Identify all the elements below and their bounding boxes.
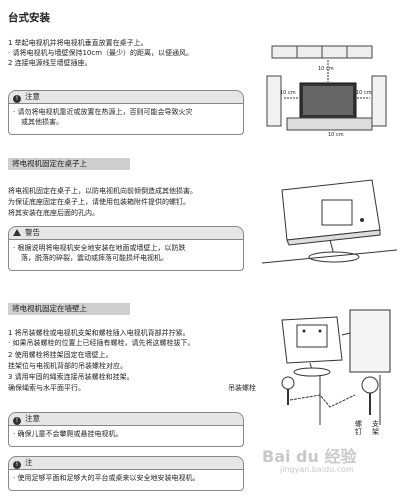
table-fix-diagram <box>262 179 398 264</box>
caution-text: 或其他损害。 <box>21 118 63 126</box>
stand-base <box>308 251 360 263</box>
bolt-detail-diagram <box>281 375 381 425</box>
step-line: 1 举起电视机并将电视机垂直放置在桌子上。 <box>8 39 148 47</box>
support-ring <box>361 376 379 394</box>
caution-header: 注意 <box>25 92 40 101</box>
label-top: 10 cm <box>318 66 334 72</box>
wall-mount-diagram <box>281 309 391 377</box>
warning-icon <box>13 229 21 236</box>
step-line: · 请将电视机与墙壁保持10cm（最少）的距离，以便通风。 <box>8 49 194 57</box>
label-right: 10 cm <box>356 90 372 96</box>
caution-text: · 请勿将电视机靠近或放置在热源上，否则可能会导致火灾 <box>13 108 193 116</box>
label-bottom: 10 cm <box>328 132 344 138</box>
note-text: · 使用足够平面和足够大的平台或桌来以安全地安装电视机。 <box>13 474 200 482</box>
right-speaker <box>371 75 387 127</box>
step-line: 1 将吊装螺栓或电视机支架和螺栓插入电视机背部并拧紧。 <box>8 329 190 337</box>
step-line: 2 连接电源线至墙壁插座。 <box>8 59 92 67</box>
note-header: 注 <box>25 458 33 467</box>
warning-header: 警告 <box>25 228 40 237</box>
step-line: 确保绳索与水平面平行。 <box>8 384 85 392</box>
warning-box: 警告 · 根据说明将电视机安全地安装在地面或墙壁上，以防跌 落，脱落的碎裂，震动… <box>8 226 244 271</box>
section-bar: 将电视机固定在墙壁上 <box>8 303 130 315</box>
step-line: 2 使用螺栓将挂架固定在墙壁上。 <box>8 351 113 359</box>
bolt-ring <box>281 376 295 390</box>
left-speaker <box>266 75 282 127</box>
info-icon: ! <box>13 95 21 103</box>
label-screw: 螺钉 <box>355 420 362 436</box>
caution-header: 注意 <box>25 414 40 423</box>
label-bolt: 吊装螺栓 <box>228 384 256 392</box>
tv-cabinet <box>286 117 373 131</box>
step-line: · 如果吊装螺栓的位置上已经插有螺栓，请先将这螺栓拔下。 <box>8 339 195 347</box>
info-icon: ! <box>13 417 21 425</box>
step-line: 3 请用牢固的绳索连接吊装螺栓和挂架。 <box>8 373 134 381</box>
label-left: 10 cm <box>280 90 296 96</box>
screw-shape <box>360 218 364 222</box>
tv-stand-diagram: 10 cm 10 cm 10 cm 10 cm <box>266 45 387 138</box>
caution-box: ! 注意 · 请勿将电视机靠近或放置在热源上，否则可能会导致火灾 或其他损害。 <box>8 90 244 135</box>
body-line: 为保证底座固定在桌子上，请使用包装箱附件提供的螺钉。 <box>8 198 190 206</box>
body-line: 将电视机固定在桌子上，以防电视机向前倾倒造成其他损害。 <box>8 187 197 195</box>
label-support: 支架 <box>372 420 379 436</box>
note-box: ! 注 · 使用足够平面和足够大的平台或桌来以安全地安装电视机。 <box>8 456 244 491</box>
rope-line <box>341 332 351 336</box>
caution-box: ! 注意 · 确保儿童不会攀爬或悬挂电视机。 <box>8 412 244 447</box>
warning-text: 落，脱落的碎裂，震动或摔落可能损坏电视机。 <box>21 254 168 262</box>
watermark-logo: Bai du 经验 <box>262 447 357 466</box>
rope-shape <box>289 394 356 408</box>
table-edge <box>262 249 398 264</box>
info-icon: ! <box>13 461 21 469</box>
wall-shape <box>349 309 391 373</box>
section-title: 台式安装 <box>8 12 50 24</box>
warning-text: · 根据说明将电视机安全地安装在地面或墙壁上，以防跌 <box>13 244 186 252</box>
section-bar: 将电视机固定在桌子上 <box>8 158 130 170</box>
step-line: 挂架位与电视机背部的吊装螺栓对应。 <box>8 362 127 370</box>
watermark-url: jingyan.baidu.com <box>280 465 354 474</box>
body-line: 将其安装在底座后面的孔内。 <box>8 209 99 217</box>
caution-text: · 确保儿童不会攀爬或悬挂电视机。 <box>13 430 123 438</box>
